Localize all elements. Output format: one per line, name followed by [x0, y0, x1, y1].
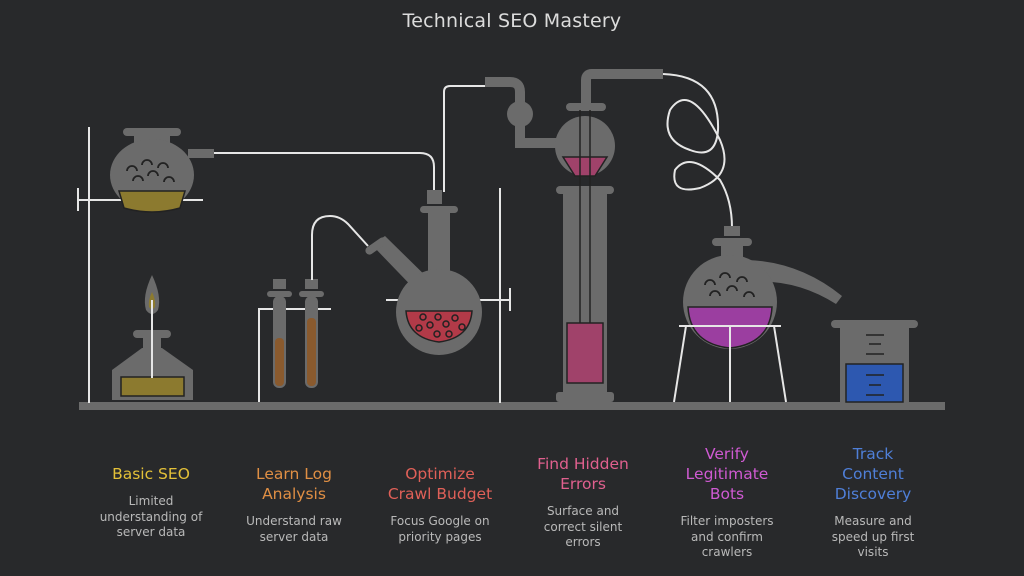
stage-description: Limited understanding of server data	[99, 494, 203, 539]
stage-title: Find Hidden Errors	[537, 455, 629, 493]
stage-description: Focus Google on priority pages	[390, 514, 490, 544]
stage-description: Filter imposters and confirm crawlers	[680, 514, 774, 559]
stage-title: Verify Legitimate Bots	[685, 445, 769, 503]
stage-learn-log-analysis: Learn Log Analysis Understand raw server…	[219, 464, 369, 545]
lab-bench	[79, 402, 945, 410]
beaker-blue-icon	[831, 320, 918, 403]
stage-optimize-crawl-budget: Optimize Crawl Budget Focus Google on pr…	[365, 464, 515, 545]
stage-title: Basic SEO	[112, 465, 190, 483]
stage-title: Optimize Crawl Budget	[387, 465, 493, 503]
page-title: Technical SEO Mastery	[402, 10, 622, 32]
stage-verify-legitimate-bots: Verify Legitimate Bots Filter imposters …	[652, 444, 802, 561]
test-tubes-icon	[267, 279, 324, 388]
retort-flask-purple-icon	[683, 226, 842, 349]
round-flask-olive-icon	[110, 128, 214, 213]
stage-title: Learn Log Analysis	[256, 465, 332, 503]
stage-description: Understand raw server data	[246, 514, 342, 544]
tripod-stand	[673, 325, 787, 403]
round-flask-red-icon	[365, 190, 482, 355]
stage-description: Surface and correct silent errors	[543, 504, 623, 549]
stage-track-content-discovery: Track Content Discovery Measure and spee…	[798, 444, 948, 561]
alcohol-burner-icon	[112, 275, 193, 400]
stage-find-hidden-errors: Find Hidden Errors Surface and correct s…	[508, 454, 658, 551]
stage-basic-seo: Basic SEO Limited understanding of serve…	[76, 464, 226, 541]
stage-title: Track Content Discovery	[834, 445, 912, 503]
stage-description: Measure and speed up first visits	[831, 514, 915, 559]
distillation-column-icon	[485, 69, 663, 402]
